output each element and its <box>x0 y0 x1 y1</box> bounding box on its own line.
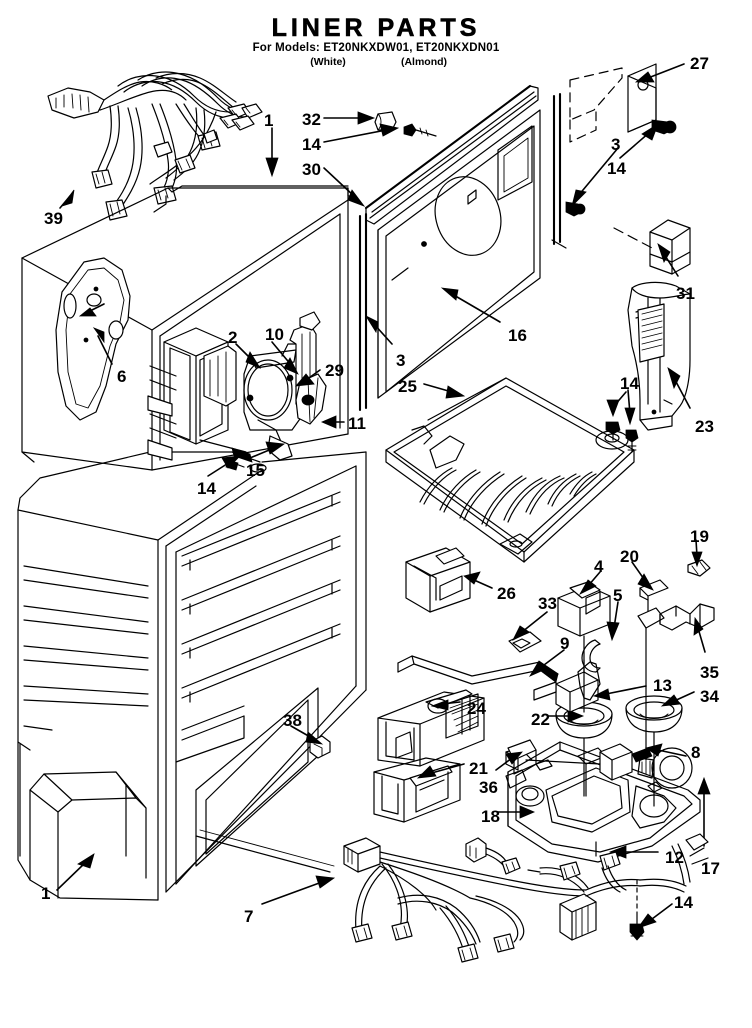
callout-grommet: 15 <box>246 461 265 480</box>
callout-screw: 14 <box>607 159 626 178</box>
color-variants: (White) (Almond) <box>0 56 752 68</box>
callout-evaporator-assembly: 2 <box>228 328 238 347</box>
callout-screw: 14 <box>302 135 321 154</box>
control-box-art <box>378 690 484 766</box>
callout-rear-panel: 16 <box>508 326 527 345</box>
drip-pan-cover-art <box>386 378 634 562</box>
model-subtitle: For Models: ET20NKXDW01, ET20NKXDN01 <box>252 42 500 54</box>
thermostat-housing-art <box>406 548 470 612</box>
callout-screw: 14 <box>674 893 693 912</box>
callout-housing-cap: 4 <box>594 557 604 576</box>
callout-duct-cap: 31 <box>676 284 695 303</box>
callout-liner-cabinet: 1 <box>41 884 51 903</box>
screw-32-14-art <box>404 124 436 136</box>
screw-3-art <box>566 202 585 216</box>
callout-fan-blade: 11 <box>348 414 366 433</box>
callout-screw: 14 <box>620 374 639 393</box>
callout-lever-arm: 20 <box>620 547 639 566</box>
bracket-36-art <box>506 740 536 788</box>
callout-control-box: 24 <box>467 699 486 718</box>
callout-base-pan: 12 <box>665 848 684 867</box>
shaft-13-art <box>534 660 600 712</box>
color-almond: (Almond) <box>400 56 448 68</box>
wire-harness-upper-art <box>48 72 262 220</box>
trim-rail-art <box>366 86 538 224</box>
callout-spring-clip: 5 <box>613 586 623 605</box>
callout-connector: 19 <box>690 527 709 546</box>
callout-fan-motor-bracket: 10 <box>265 325 284 344</box>
fresh-food-cabinet-art <box>18 452 366 900</box>
screw-12-art <box>630 880 644 940</box>
callout-clip: 29 <box>325 361 344 380</box>
connector-19-art <box>688 560 710 576</box>
callout-cup-seal: 34 <box>700 687 719 706</box>
color-white: (White) <box>310 56 346 68</box>
cover-21-art <box>374 758 460 822</box>
callout-drip-pan-cover: 25 <box>398 377 417 396</box>
callout-hinge-bracket: 27 <box>690 54 709 73</box>
callout-trim-rail: 30 <box>302 160 321 179</box>
callout-wire-harness-lower: 7 <box>244 907 254 926</box>
screw-23-art <box>626 430 638 452</box>
screw-27-art <box>652 120 676 134</box>
page-title: LINER PARTS <box>271 14 481 43</box>
air-duct-art <box>614 228 690 430</box>
hinge-bracket-art <box>570 64 656 142</box>
callout-cover: 21 <box>469 759 488 778</box>
lever-arm-art <box>638 580 714 688</box>
callout-liner-cabinet: 1 <box>264 111 274 130</box>
retainer-clip-art <box>509 632 541 652</box>
callout-plug: 38 <box>283 711 302 730</box>
callout-retainer-clip: 33 <box>538 594 557 613</box>
callout-shaft: 13 <box>653 676 672 695</box>
callout-bracket: 36 <box>479 778 498 797</box>
callout-support-rod: 9 <box>560 634 570 653</box>
socket-17-art <box>526 744 652 780</box>
callout-side-rail: 3 <box>611 135 621 154</box>
callout-plug-button: 32 <box>302 110 321 129</box>
rear-panel-art <box>360 94 566 410</box>
callout-front-cover: 18 <box>481 807 500 826</box>
duct-cap-art <box>650 220 690 274</box>
callout-cup-gasket: 22 <box>531 710 550 729</box>
callout-light-bulb: 8 <box>691 743 701 762</box>
evaporator-assembly-art <box>148 312 326 472</box>
callout-socket: 17 <box>701 859 720 878</box>
screw-25-art <box>606 422 620 440</box>
callout-thermostat-housing: 26 <box>497 584 516 603</box>
callout-wire-harness-upper: 39 <box>44 209 63 228</box>
callout-side-rail: 3 <box>396 351 406 370</box>
callout-air-duct: 23 <box>695 417 714 436</box>
callout-left-seal: 6 <box>117 367 127 386</box>
callout-screw: 14 <box>197 479 216 498</box>
callout-linkage: 35 <box>700 663 719 682</box>
spring-clip-art <box>582 640 600 672</box>
wire-harness-lower-art <box>344 834 708 962</box>
liner-cabinet-art <box>22 186 352 470</box>
